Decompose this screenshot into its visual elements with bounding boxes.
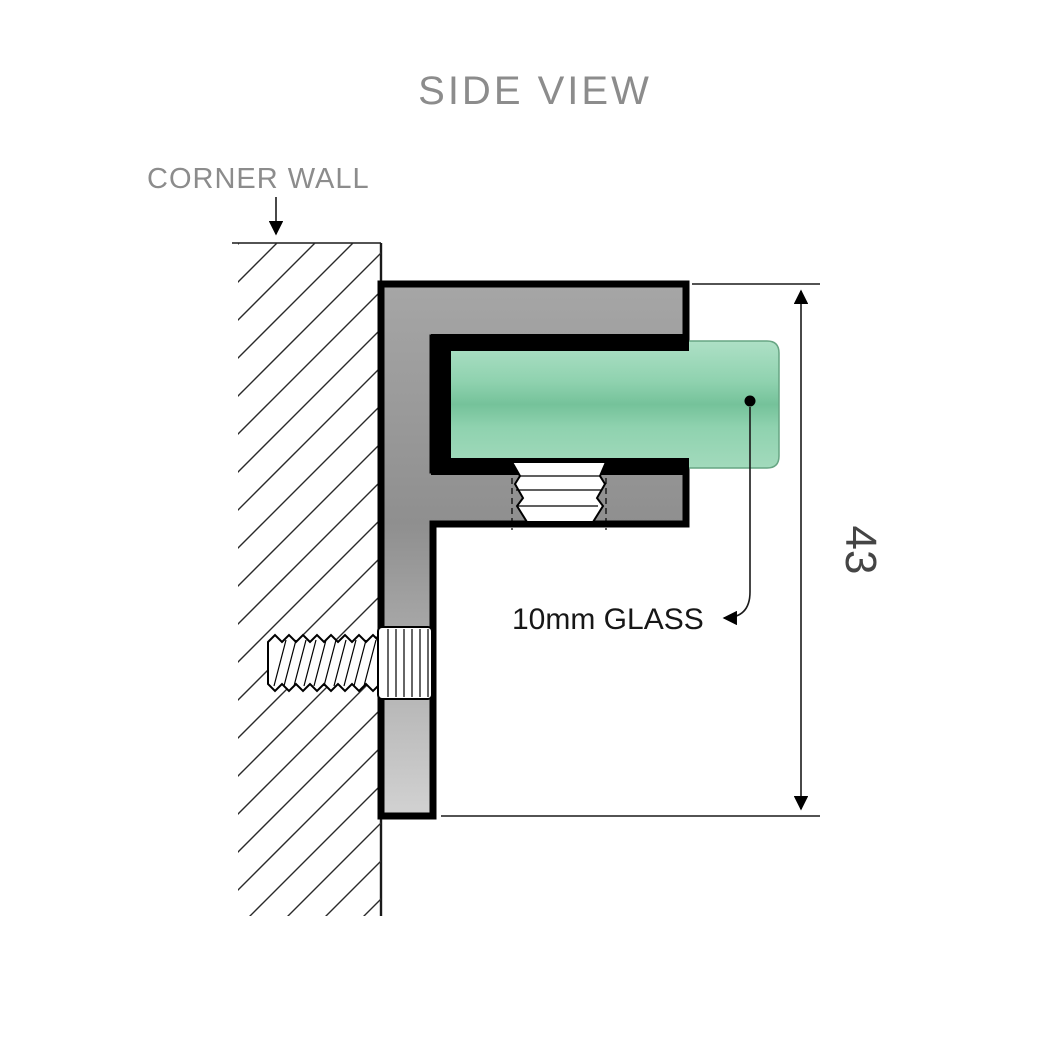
- drawing-title: SIDE VIEW: [418, 69, 652, 113]
- grub-screw: [510, 461, 608, 530]
- gasket-back: [431, 334, 451, 475]
- wall-screw-bushing-hatch: [387, 629, 429, 697]
- glass-label: 10mm GLASS: [512, 603, 704, 636]
- grub-screw-body: [510, 461, 608, 523]
- leader-dot: [744, 395, 756, 407]
- grub-screw-threads: [516, 475, 602, 507]
- dimension-43: 43: [441, 283, 885, 817]
- grub-screw-hidden-lines: [511, 468, 607, 530]
- dimension-text: 43: [836, 526, 885, 575]
- gasket-top: [431, 334, 689, 351]
- corner-wall-label: CORNER WALL: [147, 163, 370, 195]
- leader-line: [722, 407, 751, 626]
- glass-callout: 10mm GLASS: [512, 395, 756, 636]
- wall-hatching: [238, 243, 381, 916]
- glass-panel: [448, 340, 780, 469]
- wall-screw: [267, 626, 433, 700]
- wall-screw-thread-hatch: [273, 639, 377, 687]
- wall-screw-bushing: [377, 626, 433, 700]
